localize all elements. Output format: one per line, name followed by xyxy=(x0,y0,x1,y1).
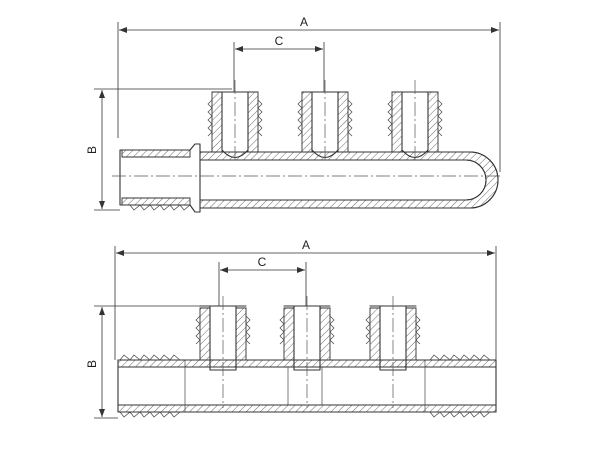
dimension-c-bottom: C xyxy=(218,255,307,306)
dimension-label-b: B xyxy=(85,146,99,154)
dimension-label-c: C xyxy=(258,255,267,269)
outlet-top-2 xyxy=(297,80,353,160)
dimension-label-c: C xyxy=(275,34,284,48)
outlet-top-1 xyxy=(207,80,263,160)
manifold-body-bottom xyxy=(117,296,497,418)
dimension-a-top: A xyxy=(117,15,501,172)
outlet-bottom-2 xyxy=(279,296,335,408)
dimension-label-a: A xyxy=(302,238,310,252)
dimension-label-a: A xyxy=(300,15,308,29)
dimension-b-top: B xyxy=(85,88,232,211)
dimension-a-bottom: A xyxy=(114,238,497,360)
manifold-body-top xyxy=(112,80,500,213)
drawing-bottom: A C B xyxy=(85,238,497,419)
dimension-b-bottom: B xyxy=(85,305,218,419)
outlet-bottom-1 xyxy=(195,296,251,408)
outlet-top-3 xyxy=(387,80,443,160)
drawing-top: A C B xyxy=(85,15,501,213)
dimension-c-top: C xyxy=(233,34,325,92)
outlet-bottom-3 xyxy=(365,296,421,408)
dimension-label-b: B xyxy=(85,360,99,368)
